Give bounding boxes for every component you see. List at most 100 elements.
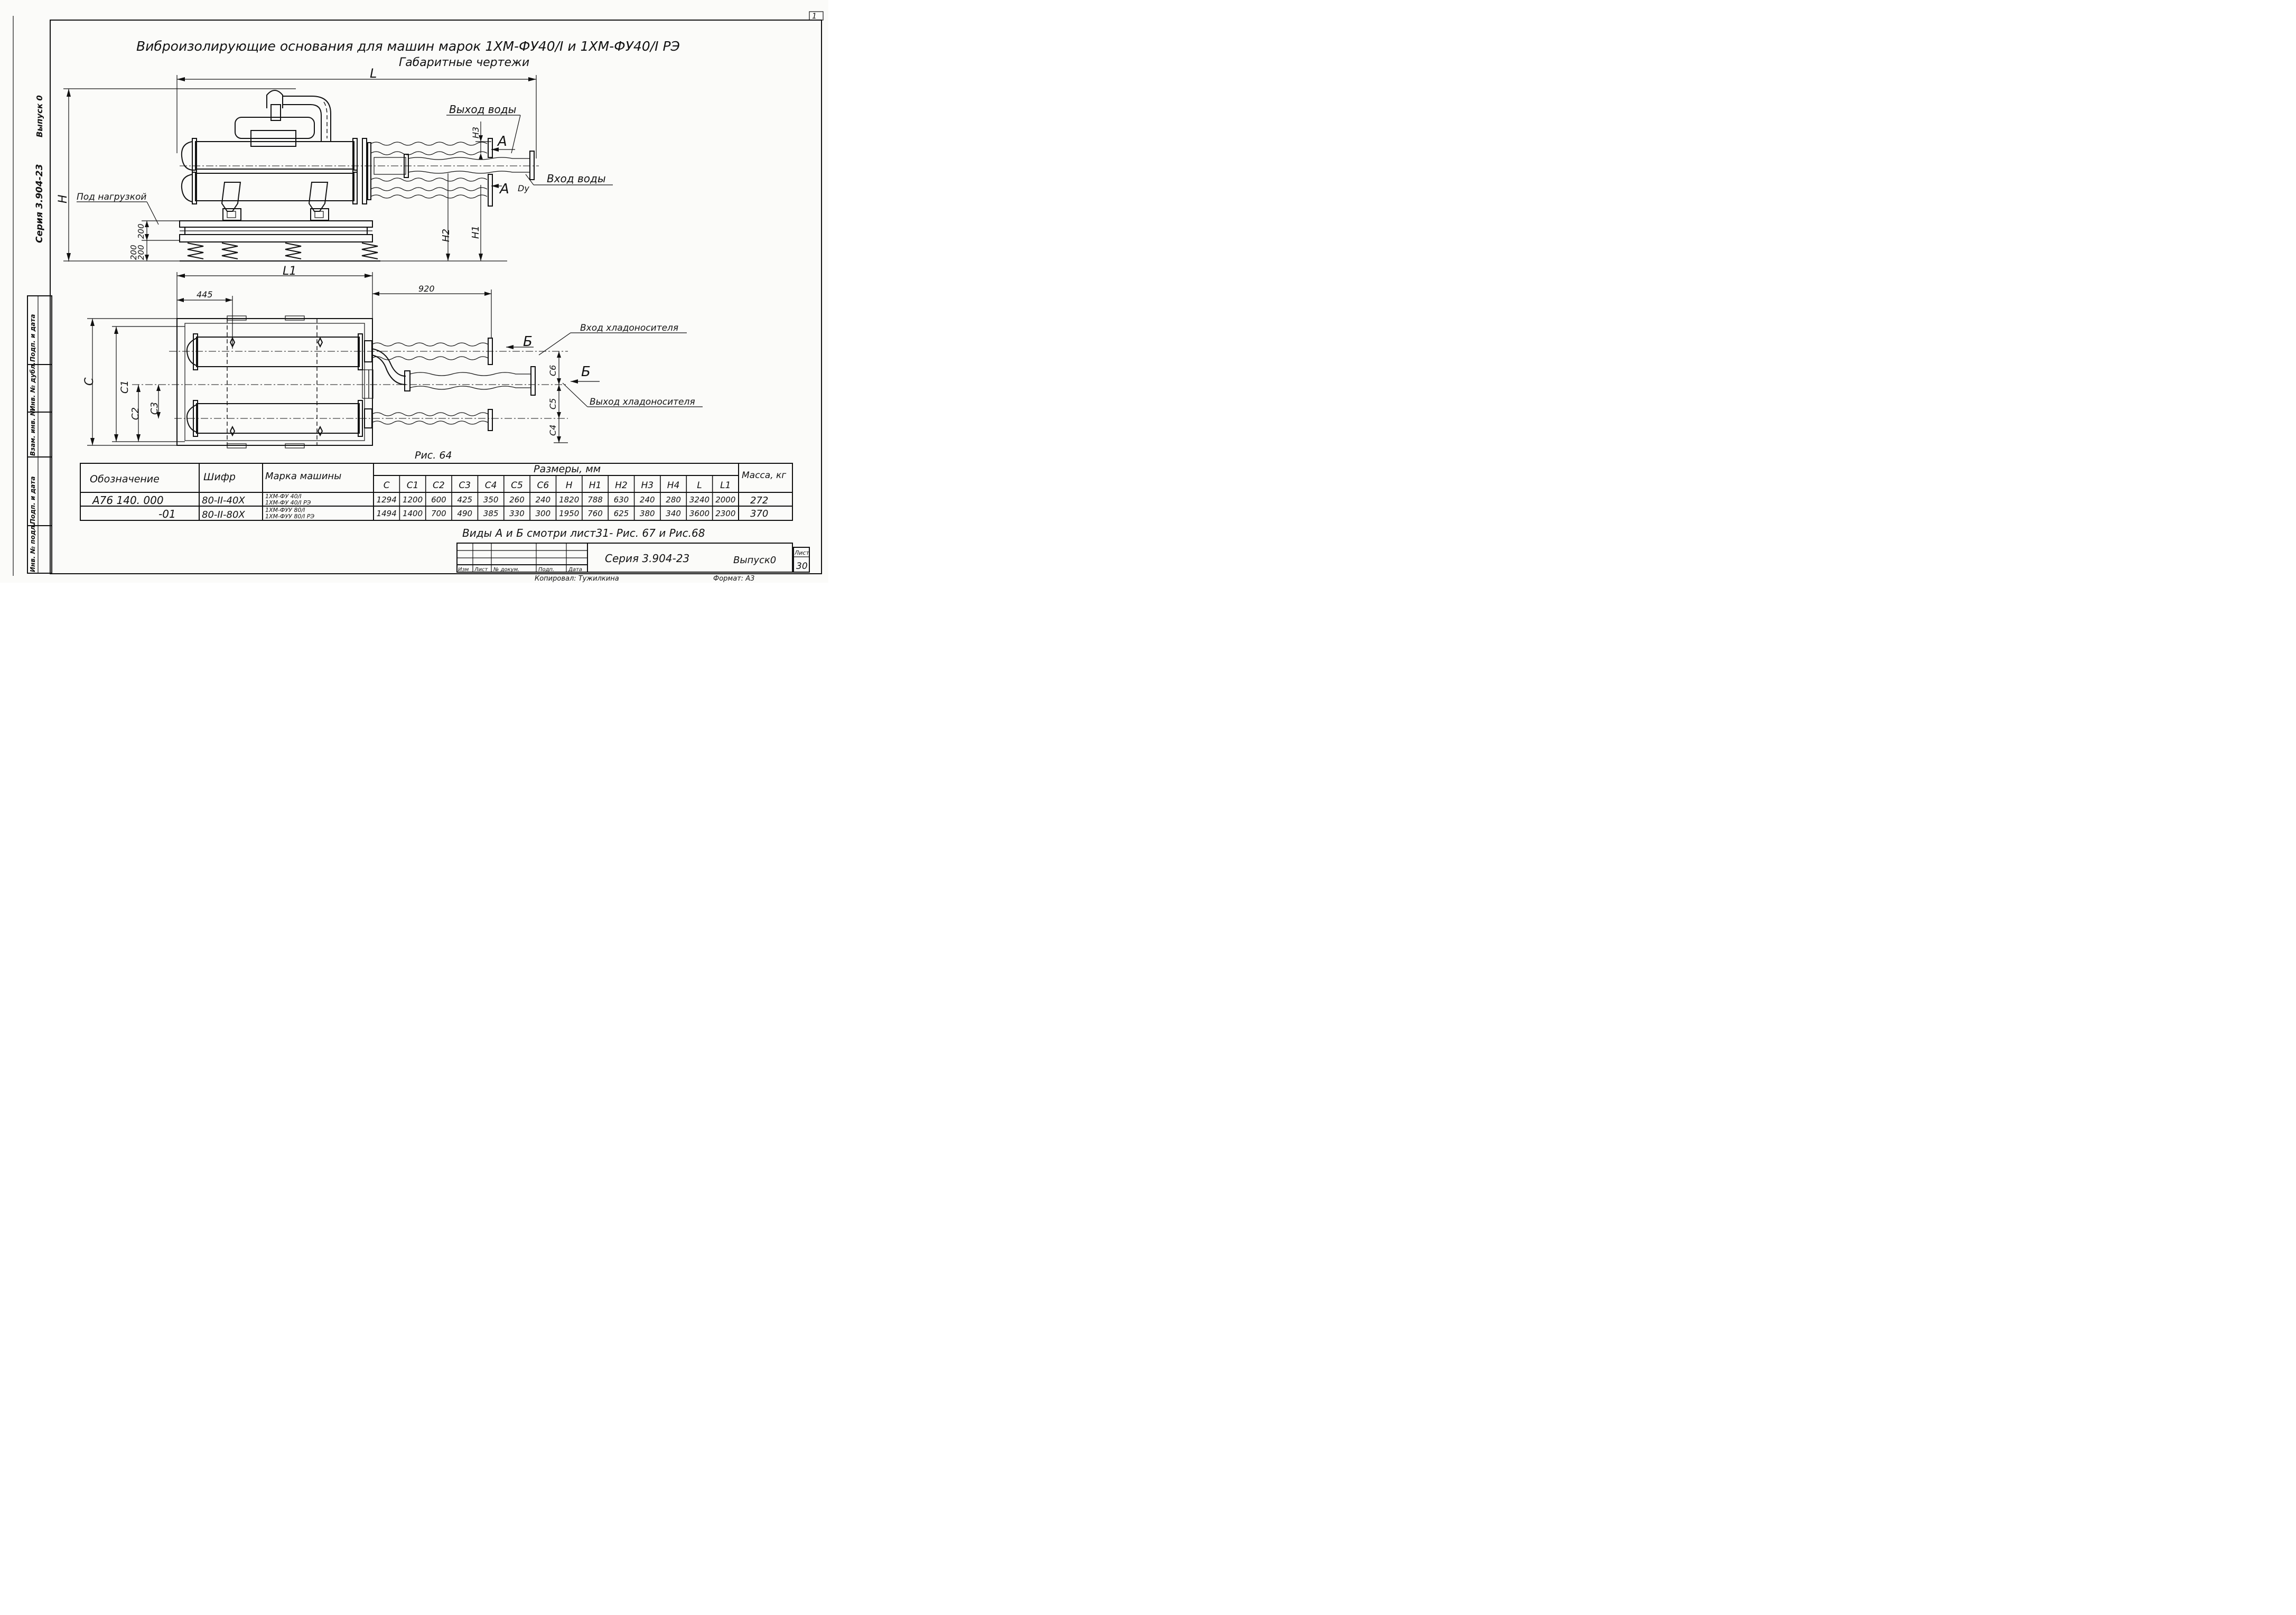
title-line-2: Габаритные чертежи	[399, 56, 529, 69]
dimension-header-cell: H3	[641, 480, 654, 491]
dim-200-upper: 200	[136, 223, 146, 239]
coolant-outlet-label: Выход хладоносителя	[590, 397, 695, 407]
stamp-col-list: Лист	[474, 567, 489, 573]
dimension-header-cell: C	[384, 480, 390, 491]
row-2-dimension-cell: 300	[536, 509, 551, 518]
row-1-dimension-cell: 1200	[403, 495, 423, 505]
dimension-header-cell: C4	[485, 480, 497, 491]
reference-note: Виды А и Б смотри лист31- Рис. 67 и Рис.…	[462, 527, 705, 539]
dim-H2-label: H2	[441, 229, 452, 242]
view-A-bottom-label: A	[499, 181, 509, 197]
dim-L-label: L	[370, 66, 377, 81]
view-B-right-label: Б	[581, 364, 591, 380]
margin-stamp-table	[27, 295, 52, 574]
dimension-column-lines	[399, 475, 713, 520]
col-model-header: Марка машины	[265, 471, 341, 482]
plan-view	[87, 272, 703, 449]
dim-C5-label: C5	[548, 398, 558, 409]
row-2-dimension-cell: 1950	[559, 509, 579, 518]
drawing-sheet: 1 Серия 3.904-23 Выпуск 0 Подп. и дата И…	[0, 0, 828, 583]
row-1-designation: А76 140. 000	[91, 494, 164, 507]
dim-C3-label: C3	[149, 402, 160, 415]
water-inlet-label: Вход воды	[547, 172, 606, 185]
stamp-copied-by: Копировал: Тужилкина	[535, 575, 619, 583]
dim-200-lower: 200	[136, 245, 146, 260]
row-1-dimension-cell: 260	[509, 495, 525, 505]
row-1-dimension-cell: 3240	[689, 495, 710, 505]
title-line-1: Виброизолирующие основания для машин мар…	[136, 39, 680, 54]
margin-cell-5: Инв. № подл.	[29, 523, 36, 572]
row-2-dimension-cell: 2300	[715, 509, 735, 518]
row-2-dimension-cell: 380	[640, 509, 655, 518]
coolant-inlet-label: Вход хладоносителя	[580, 323, 678, 333]
stamp-col-doc: № докум.	[493, 567, 519, 573]
figure-caption: Рис. 64	[415, 450, 452, 461]
row-2-designation: -01	[158, 508, 176, 520]
margin-cell-1: Подп. и дата	[29, 314, 36, 362]
row-1-dimension-cell: 280	[666, 495, 681, 505]
col-dims-group-header: Размеры, мм	[534, 463, 601, 475]
row-1-dimension-cell: 240	[536, 495, 551, 505]
margin-issue-text: Выпуск 0	[35, 95, 44, 137]
dim-H-label: H	[57, 194, 70, 203]
dim-L1-label: L1	[283, 265, 296, 278]
dimension-header-cell: C1	[407, 480, 419, 491]
view-A-top-label: A	[497, 134, 507, 150]
row-1-dimension-cell: 1294	[377, 495, 397, 505]
stamp-sheet-number: 30	[796, 561, 808, 572]
row-2-dimension-cell: 625	[614, 509, 629, 518]
stamp-sheet-label: Лист	[794, 549, 809, 556]
row-2-code: 80-II-80Х	[202, 509, 245, 520]
dy-label: Dy	[518, 183, 529, 193]
row-2-dimension-cell: 1494	[377, 509, 397, 518]
row-2-dimension-cell: 1400	[403, 509, 423, 518]
water-outlet-label: Выход воды	[449, 103, 516, 116]
side-view	[63, 75, 613, 262]
dimension-header-cell: C6	[537, 480, 549, 491]
row-1-model-line-1: 1ХМ-ФУ 40/I	[265, 493, 302, 500]
dimension-header-cell: H4	[667, 480, 680, 491]
title-block	[456, 543, 810, 573]
dim-C4-label: C4	[548, 425, 558, 436]
dim-C6-label: C6	[548, 365, 558, 376]
stamp-col-date: Дата	[568, 567, 582, 573]
row-1-dimension-cell: 1820	[559, 495, 579, 505]
stamp-col-sign: Подп.	[538, 567, 554, 573]
row-2-dimension-cell: 760	[587, 509, 603, 518]
col-mass-header: Масса, кг	[742, 470, 786, 481]
dimension-header-cell: L1	[720, 480, 731, 491]
row-1-dimension-cell: 350	[483, 495, 499, 505]
row-1-dimension-cell: 630	[614, 495, 629, 505]
row-1-code: 80-II-40Х	[202, 495, 245, 506]
dimension-header-cell: H1	[589, 480, 602, 491]
dim-C-label: C	[83, 377, 96, 386]
row-1-mass: 272	[750, 495, 768, 506]
dim-920-label: 920	[418, 284, 435, 294]
dim-445-label: 445	[197, 290, 213, 300]
row-1-dimension-cell: 600	[431, 495, 446, 505]
row-2-mass: 370	[750, 508, 768, 519]
under-load-label: Под нагрузкой	[77, 192, 146, 202]
row-2-model-line-2: 1ХМ-ФУУ 80/I РЭ	[265, 513, 314, 520]
dim-H1-label: H1	[470, 226, 481, 239]
engineering-drawing: 1 Серия 3.904-23 Выпуск 0 Подп. и дата И…	[13, 11, 824, 583]
row-2-dimension-cell: 490	[457, 509, 472, 518]
row-1-dimension-cell: 2000	[715, 495, 735, 505]
margin-cell-2: Инв. № дубл.	[29, 362, 36, 411]
row-2-model-line-1: 1ХМ-ФУУ 80/I	[265, 507, 305, 514]
dim-H3-label: H3	[471, 127, 481, 138]
col-code-header: Шифр	[203, 471, 236, 483]
sheet-frame	[13, 11, 824, 576]
stamp-col-izm: Изм	[458, 567, 469, 573]
dimension-header-cell: H2	[615, 480, 628, 491]
view-B-left-label: Б	[523, 334, 533, 350]
stamp-issue: Выпуск0	[733, 555, 776, 566]
row-2-dimension-cell: 340	[666, 509, 681, 518]
row-1-dimension-cell: 240	[640, 495, 655, 505]
margin-cell-4: Подп. и дата	[29, 477, 36, 524]
row-2-dimension-cell: 385	[483, 509, 499, 518]
stamp-format: Формат: А3	[713, 575, 754, 583]
